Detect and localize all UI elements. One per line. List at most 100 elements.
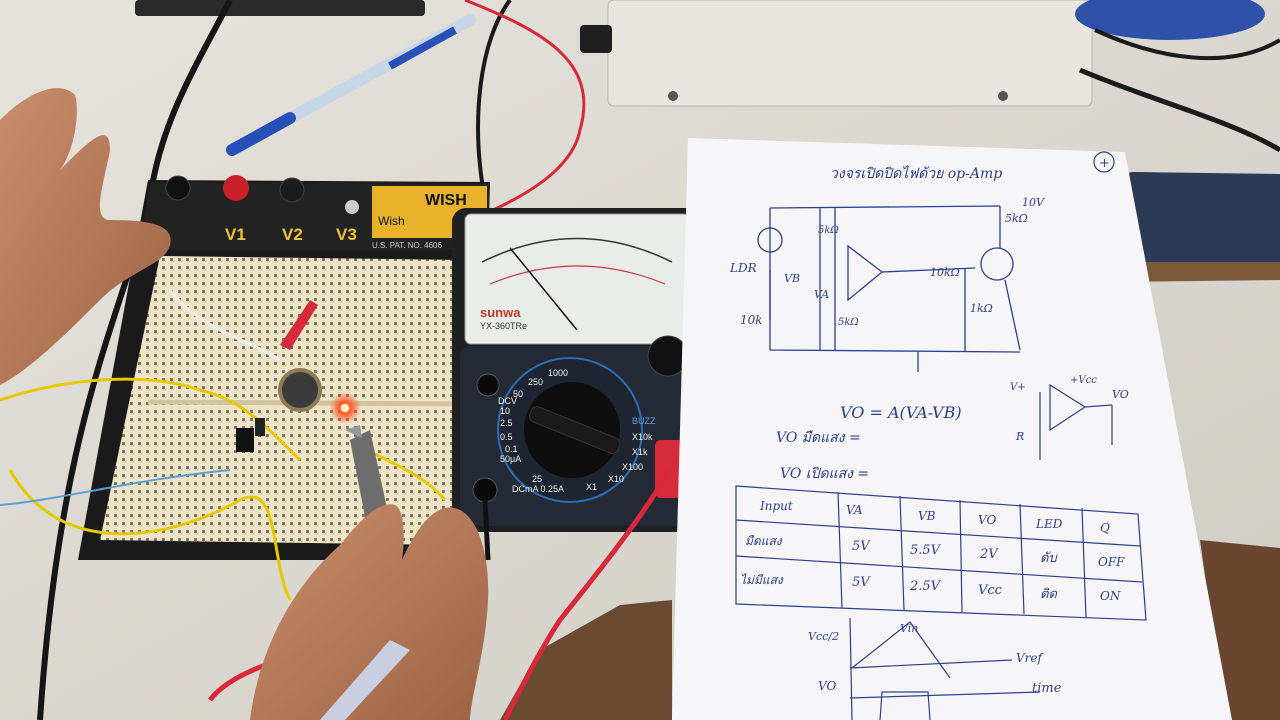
power-supply xyxy=(607,0,1093,107)
yellow-wire xyxy=(8,469,292,601)
graph-time: time xyxy=(1032,681,1062,696)
table-header-q: Q xyxy=(1100,521,1110,535)
terminal-label-v1: V1 xyxy=(225,225,246,244)
red-probe-lead xyxy=(502,468,673,720)
black-cable xyxy=(1079,67,1280,153)
table-cell: ติด xyxy=(1040,587,1057,602)
black-cable xyxy=(1094,28,1280,61)
table-cell: Vcc xyxy=(978,583,1003,598)
red-alligator-clip xyxy=(280,300,318,350)
left-hand xyxy=(0,88,171,386)
label-r-div1: 5kΩ xyxy=(818,225,839,236)
label-va: VA xyxy=(814,288,829,301)
dial-label-1000: 1000 xyxy=(548,368,568,378)
dial-label-25: 25 xyxy=(532,474,542,484)
table-cell: ไม่มีแสง xyxy=(740,573,784,587)
probe-jack-black[interactable] xyxy=(472,477,498,503)
label-supply: 10V xyxy=(1022,196,1045,209)
meter-model: YX-360TRe xyxy=(480,321,527,331)
meter-scale xyxy=(481,237,673,263)
wood-desk xyxy=(500,600,672,720)
opamp-diagram xyxy=(1039,383,1113,460)
table-cell: 2V xyxy=(979,547,999,562)
vo-dark: VO มืดแสง = xyxy=(776,430,861,446)
dial-label-buzz: BUZZ xyxy=(632,416,656,426)
table-cell: 5V xyxy=(852,575,871,590)
candy-jar xyxy=(1075,0,1265,40)
meter-scale-red xyxy=(489,265,666,285)
opamp-r: R xyxy=(1015,430,1024,443)
graph-vref: Vref xyxy=(1016,651,1045,665)
dial-label-0.5: 0.5 xyxy=(500,432,513,442)
screwdriver xyxy=(320,640,410,720)
table-header-input: Input xyxy=(759,499,793,513)
dial-label-dcma: DCmA 0.25A xyxy=(512,484,564,494)
label-r-div2: 5kΩ xyxy=(838,317,859,328)
label-r-base: 10kΩ xyxy=(930,266,960,279)
terminal-posts xyxy=(165,175,359,214)
notes-title: วงจรเปิดปิดไฟด้วย op-Amp xyxy=(830,165,1002,182)
label-r-pull: 1kΩ xyxy=(970,302,993,315)
meter-needle xyxy=(509,247,578,331)
power-supply-foot xyxy=(668,91,678,101)
table-header-va: VA xyxy=(846,503,863,517)
label-r-ldr: 10k xyxy=(740,313,763,327)
breadboard-brand: WISH xyxy=(425,192,467,209)
circuit-schematic xyxy=(757,205,1021,372)
multimeter: sunwa YX-360TRe DCV 1000 250 50 10 2.5 0… xyxy=(452,208,702,532)
black-probe-lead xyxy=(482,499,491,561)
dial-label-2.5: 2.5 xyxy=(500,418,513,428)
table-cell: ดับ xyxy=(1040,551,1058,566)
graph-vcc: Vcc/2 xyxy=(808,630,839,643)
table-header-vo: VO xyxy=(978,513,996,527)
blue-wire xyxy=(0,469,231,506)
dial-label-x10k: X10k xyxy=(632,432,653,442)
notes-paper xyxy=(672,138,1232,720)
dial-label-x10: X10 xyxy=(608,474,624,484)
label-r-top: 5kΩ xyxy=(1005,212,1028,225)
dial-label-dcv: DCV xyxy=(498,396,517,406)
right-hand xyxy=(250,504,489,720)
table-cell: 5.5V xyxy=(910,543,942,558)
dial-label-50: 50 xyxy=(513,389,523,399)
black-cable xyxy=(476,0,512,201)
graph-vo: VO xyxy=(818,679,836,693)
graph-vin: Vin xyxy=(900,622,918,635)
blue-pen xyxy=(226,14,476,156)
dial-label-10: 10 xyxy=(500,406,510,416)
formula: VO = A(VA-VB) xyxy=(840,403,962,422)
transistor xyxy=(255,418,265,436)
board-eraser xyxy=(1105,172,1280,282)
com-jack[interactable] xyxy=(476,373,500,397)
label-vb: VB xyxy=(784,272,800,285)
table-cell: 5V xyxy=(852,539,871,554)
opamp-vo: VO xyxy=(1112,388,1129,401)
breadboard-brand-line2: Wish xyxy=(378,214,405,228)
table-header-led: LED xyxy=(1035,517,1063,531)
page-mark: + xyxy=(1099,156,1110,171)
dial-label-x100: X100 xyxy=(622,462,643,472)
table-header-vb: VB xyxy=(918,509,936,523)
table-cell: ON xyxy=(1100,589,1121,603)
dial-label-0.1: 0.1 xyxy=(505,444,518,454)
terminal-label-v3: V3 xyxy=(336,225,357,244)
opamp-vplus: V+ xyxy=(1010,382,1026,393)
waveform-graph xyxy=(849,617,1041,720)
notes-table xyxy=(735,485,1147,621)
power-supply-knob xyxy=(580,25,612,53)
label-ldr: LDR xyxy=(729,261,757,275)
dial-label-x1: X1 xyxy=(586,482,597,492)
table-cell: OFF xyxy=(1098,555,1125,569)
probe-tip xyxy=(345,425,362,438)
top-device-left xyxy=(135,0,425,16)
vo-light: VO เปิดแสง = xyxy=(780,466,869,482)
dial-label-50ua: 50μA xyxy=(500,454,521,464)
op-amp-chip xyxy=(236,428,254,452)
table-cell: 2.5V xyxy=(909,579,942,594)
meter-brand: sunwa xyxy=(480,305,521,320)
range-selector-pointer xyxy=(528,406,621,454)
led xyxy=(341,404,349,412)
potentiometer xyxy=(278,368,322,412)
terminal-label-v2: V2 xyxy=(282,225,303,244)
